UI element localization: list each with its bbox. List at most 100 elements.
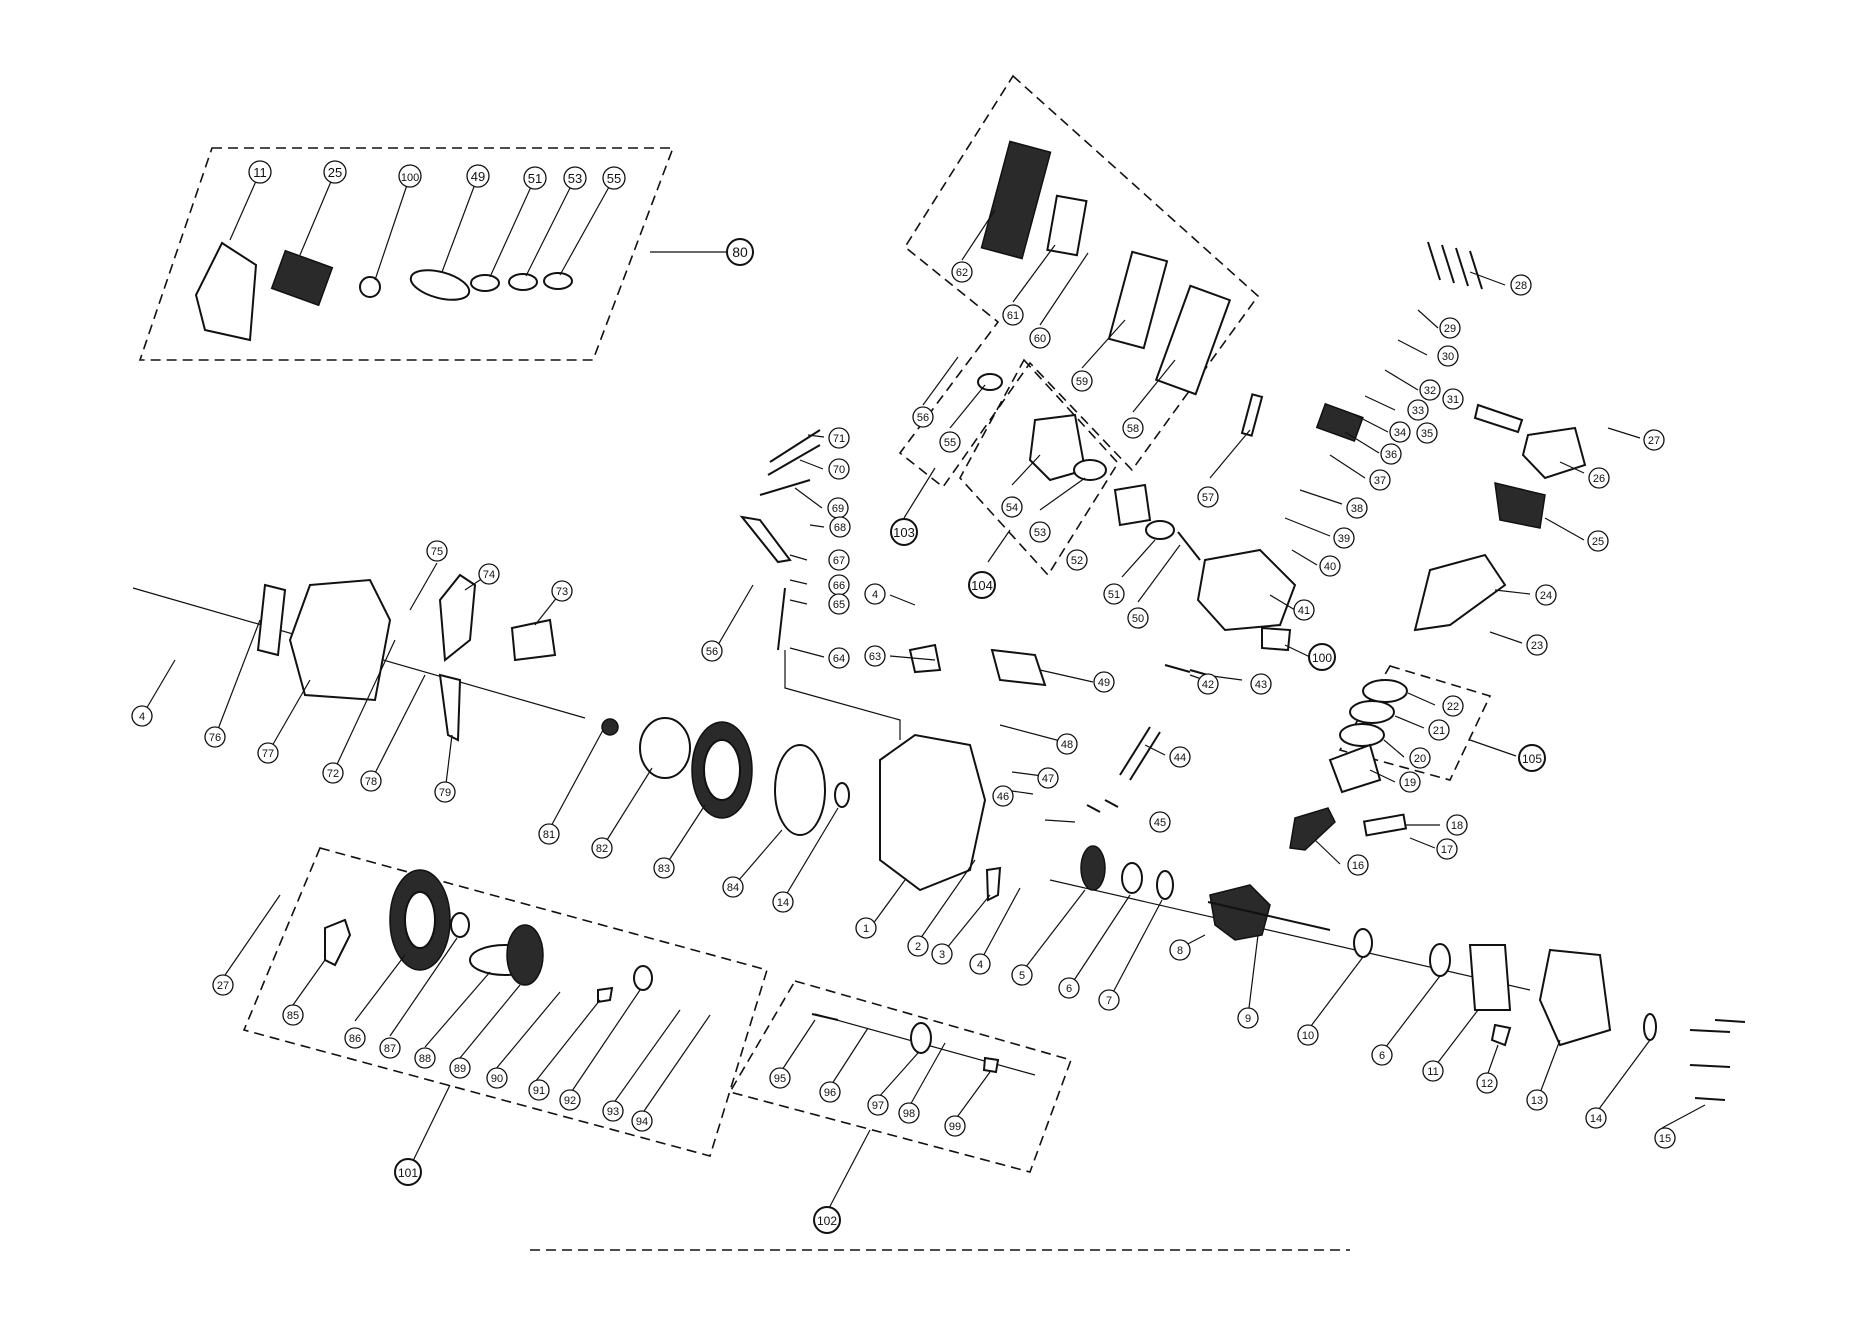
part-valve-springs: [1315, 402, 1364, 443]
svg-text:34: 34: [1394, 427, 1406, 439]
part-recoil-reel: [506, 924, 544, 986]
group-box-governor: [728, 980, 1073, 1173]
svg-text:52: 52: [1071, 555, 1083, 567]
callout-77: 77: [257, 742, 279, 764]
part-valve-cover: [1521, 426, 1587, 480]
part-spark-plug: [1240, 393, 1264, 437]
callout-94: 94: [631, 1110, 653, 1132]
svg-text:98: 98: [903, 1108, 915, 1120]
callout-51: 51: [523, 166, 547, 190]
svg-text:54: 54: [1006, 502, 1018, 514]
callout-45: 45: [1149, 811, 1171, 833]
svg-text:43: 43: [1255, 679, 1267, 691]
svg-text:37: 37: [1374, 475, 1386, 487]
svg-text:56: 56: [917, 412, 929, 424]
svg-text:72: 72: [327, 768, 339, 780]
callout-22: 22: [1442, 695, 1464, 717]
callout-72: 72: [322, 762, 344, 784]
callout-92: 92: [559, 1089, 581, 1111]
svg-text:50: 50: [1132, 613, 1144, 625]
svg-text:45: 45: [1154, 817, 1166, 829]
part-crankshaft-shaft: [1207, 901, 1331, 931]
callout-56-upper: 56: [912, 406, 934, 428]
callout-6-left: 6: [1058, 977, 1080, 999]
part-piston: [1328, 743, 1382, 794]
svg-text:55: 55: [944, 437, 956, 449]
svg-text:97: 97: [872, 1100, 884, 1112]
svg-text:3: 3: [939, 949, 945, 961]
part-starter-cup: [639, 717, 691, 779]
svg-text:47: 47: [1042, 773, 1054, 785]
svg-text:17: 17: [1441, 844, 1453, 856]
callout-17: 17: [1436, 838, 1458, 860]
part-cover-bolts: [1689, 1019, 1746, 1101]
svg-text:53: 53: [568, 171, 582, 186]
callout-48: 48: [1056, 733, 1078, 755]
svg-text:19: 19: [1404, 777, 1416, 789]
part-oil-seal: [1156, 870, 1174, 900]
svg-text:26: 26: [1593, 473, 1605, 485]
svg-text:31: 31: [1447, 394, 1459, 406]
callout-18: 18: [1446, 814, 1468, 836]
callout-21: 21: [1428, 719, 1450, 741]
callout-15: 15: [1654, 1127, 1676, 1149]
callout-35: 35: [1416, 422, 1438, 444]
svg-text:20: 20: [1414, 753, 1426, 765]
callout-32: 32: [1419, 379, 1441, 401]
svg-text:60: 60: [1034, 333, 1046, 345]
part-blower-housing-gasket: [256, 583, 287, 657]
callout-46: 46: [992, 785, 1014, 807]
callout-13: 13: [1526, 1089, 1548, 1111]
callout-101: 101: [394, 1158, 422, 1186]
part-push-rods: [1119, 726, 1161, 781]
svg-text:5: 5: [1019, 970, 1025, 982]
group-boxes: [138, 74, 1492, 1251]
callout-76: 76: [204, 726, 226, 748]
callout-63: 63: [864, 645, 886, 667]
part-regulator: [510, 618, 557, 662]
callout-33: 33: [1407, 399, 1429, 421]
group-box-gasket-kit: [138, 147, 675, 361]
callout-11: 11: [248, 160, 272, 184]
callout-69: 69: [827, 497, 849, 519]
part-carb-gasket-upper: [977, 373, 1003, 391]
svg-text:29: 29: [1444, 323, 1456, 335]
callout-24: 24: [1535, 584, 1557, 606]
svg-text:78: 78: [365, 776, 377, 788]
callout-56-mid: 56: [701, 640, 723, 662]
svg-text:99: 99: [949, 1121, 961, 1133]
part-bearing-left: [1121, 862, 1143, 894]
callout-58: 58: [1122, 417, 1144, 439]
callout-96: 96: [819, 1081, 841, 1103]
callout-3: 3: [931, 943, 953, 965]
svg-text:23: 23: [1531, 640, 1543, 652]
svg-text:49: 49: [471, 169, 485, 184]
part-insulator-gasket: [470, 274, 500, 292]
callout-39: 39: [1333, 527, 1355, 549]
part-recoil-friction-plate: [633, 965, 653, 991]
svg-text:105: 105: [1522, 752, 1542, 766]
callout-70: 70: [828, 458, 850, 480]
svg-text:90: 90: [491, 1073, 503, 1085]
svg-text:57: 57: [1202, 492, 1214, 504]
part-valve-cover-gasket: [1494, 482, 1546, 529]
svg-text:4: 4: [139, 711, 145, 723]
svg-text:80: 80: [732, 244, 748, 260]
svg-text:91: 91: [533, 1085, 545, 1097]
svg-text:16: 16: [1352, 860, 1364, 872]
callout-51-head: 51: [1103, 583, 1125, 605]
part-oil-sensor: [985, 866, 1002, 902]
callout-84: 84: [722, 876, 744, 898]
callout-31: 31: [1442, 388, 1464, 410]
part-air-filter-housing: [1154, 284, 1232, 396]
svg-text:2: 2: [915, 941, 921, 953]
svg-text:28: 28: [1515, 280, 1527, 292]
callout-49: 49: [466, 164, 490, 188]
callout-28: 28: [1510, 274, 1532, 296]
part-bearing-right: [1353, 928, 1373, 958]
callout-100-head: 100: [1308, 643, 1336, 671]
part-crankcase-cover: [1538, 948, 1612, 1047]
callout-44: 44: [1169, 746, 1191, 768]
callout-67: 67: [828, 549, 850, 571]
callout-71: 71: [828, 427, 850, 449]
